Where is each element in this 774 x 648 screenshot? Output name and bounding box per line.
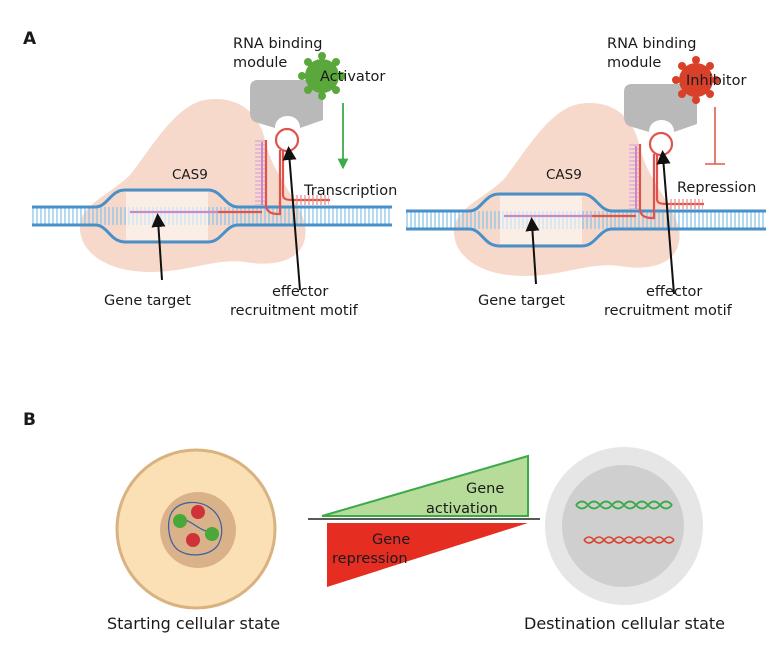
activator-schematic: RNA binding module Activator Transcripti… [32, 36, 397, 319]
destination-state-caption: Destination cellular state [524, 614, 725, 633]
inhibitor-schematic: RNA binding module Inhibitor Repression … [406, 36, 766, 319]
red-factor-icon [186, 505, 205, 547]
panel-b-label: B [23, 410, 36, 430]
motif-label-line1: effector [272, 284, 328, 300]
inhibitor-icon [672, 56, 720, 104]
rna-binding-module-label-line1: RNA binding [233, 36, 323, 52]
inhibitor-label: Inhibitor [686, 73, 746, 89]
rna-binding-module-label-line1: RNA binding [607, 36, 697, 52]
gene-activation-label-line2: activation [426, 501, 498, 517]
green-factor-icon [173, 514, 219, 541]
gene-target-label: Gene target [104, 293, 191, 309]
gene-repression-label-line2: repression [332, 551, 408, 567]
dna-base-pairs [32, 207, 392, 225]
red-dna-icon [583, 536, 675, 544]
guide-rna-stem [255, 140, 265, 205]
motif-arrow [282, 146, 301, 291]
dna-double-helix [32, 188, 392, 244]
rna-binding-module-label-line2: module [607, 55, 661, 71]
guide-rna-stem [629, 144, 639, 209]
gene-activation-wedge [321, 454, 529, 517]
repression-bar [705, 107, 725, 165]
cas9-label: CAS9 [172, 167, 208, 183]
dna-double-helix [406, 192, 766, 248]
gene-target-arrow [151, 213, 166, 281]
motif-label-line1: effector [646, 284, 702, 300]
starting-state-caption: Starting cellular state [107, 614, 280, 633]
dna-base-pairs [406, 211, 766, 229]
effector-recruitment-motif-loop [274, 127, 300, 153]
starting-cell [115, 448, 277, 610]
rna-binding-module-label-line2: module [233, 55, 287, 71]
motif-label-line2: recruitment motif [604, 303, 733, 319]
gene-repression-label-line1: Gene [372, 532, 410, 548]
activator-icon [298, 52, 346, 100]
destination-nucleus [562, 465, 684, 587]
motif-label-line2: recruitment motif [230, 303, 359, 319]
cas9-label: CAS9 [546, 167, 582, 183]
guide-rna-scaffold [218, 140, 282, 216]
green-dna-icon [575, 500, 673, 510]
guide-rna-scaffold [592, 144, 656, 220]
repression-label: Repression [677, 180, 756, 196]
destination-cell [545, 447, 703, 605]
gene-target-arrow [525, 217, 540, 285]
motif-arrow [656, 150, 675, 295]
panel-a-label: A [23, 29, 37, 49]
gene-repression-wedge [327, 523, 528, 587]
gene-activation-label-line1: Gene [466, 481, 504, 497]
transcription-label: Transcription [303, 183, 397, 199]
activator-label: Activator [320, 69, 385, 85]
starting-nucleus [160, 492, 236, 568]
effector-recruitment-motif-loop [648, 131, 674, 157]
gene-target-label: Gene target [478, 293, 565, 309]
